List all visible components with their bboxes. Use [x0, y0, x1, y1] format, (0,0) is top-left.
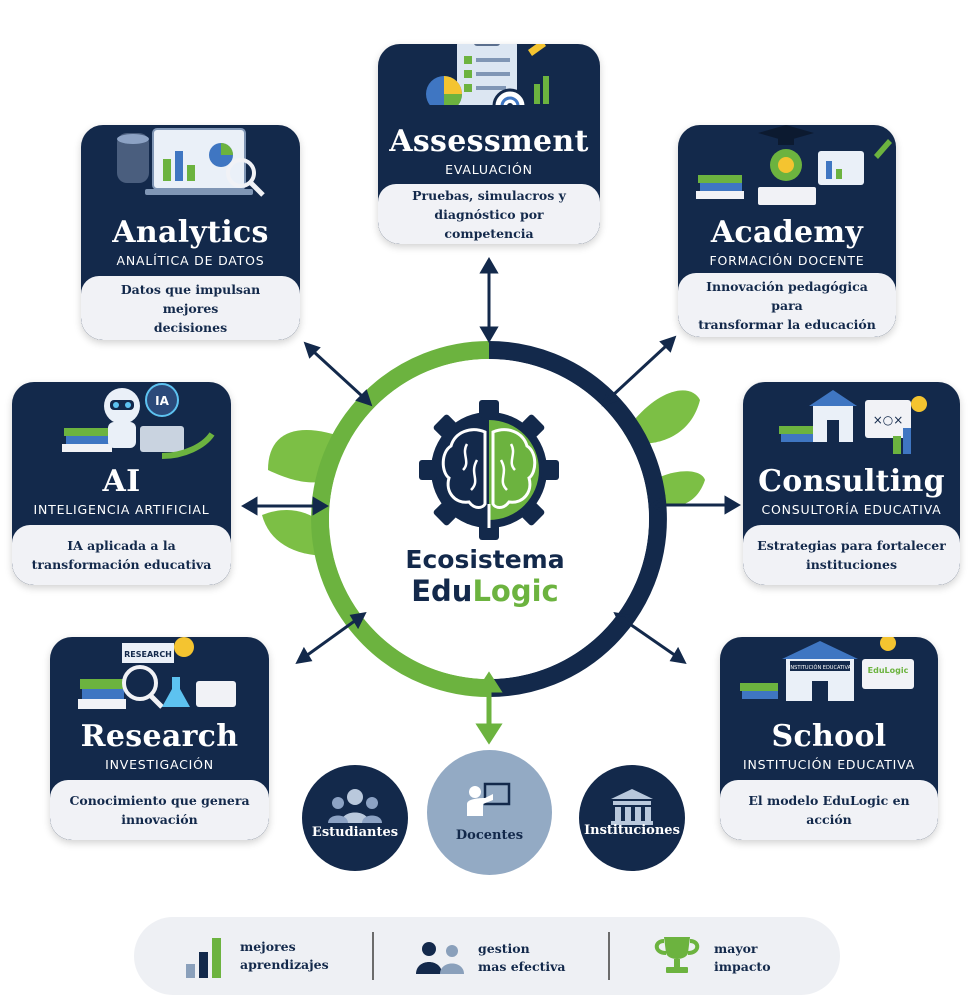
audience-label: Docentes — [455, 828, 524, 843]
module-card-assessment[interactable]: Assessment EVALUACIÓN Pruebas, simulacro… — [378, 44, 600, 244]
module-description: El modelo EduLogic en acción — [720, 780, 938, 840]
module-description: IA aplicada a la transformación educativ… — [12, 525, 231, 585]
academy-books-icon — [696, 125, 892, 205]
module-title: Academy — [710, 215, 864, 250]
benefit-line1: gestion — [478, 941, 530, 956]
module-subtitle: FORMACIÓN DOCENTE — [709, 253, 865, 268]
clipboard-checklist-icon — [426, 44, 549, 105]
benefit-line1: mayor — [714, 941, 758, 956]
benefit-learning: mejores aprendizajes — [240, 938, 329, 974]
trophy-icon — [654, 937, 700, 973]
center-title-line2: EduLogic — [400, 574, 570, 608]
center-title-logic: Logic — [472, 574, 559, 608]
module-card-school[interactable]: INSTITUCIÓN EDUCATIVA EduLogic School IN… — [720, 637, 938, 840]
benefits-bar — [134, 917, 840, 995]
svg-text:×○×: ×○× — [873, 413, 904, 427]
module-subtitle: CONSULTORÍA EDUCATIVA — [761, 502, 942, 517]
benefit-line2: impacto — [714, 959, 771, 974]
module-description: Datos que impulsan mejores decisiones — [81, 276, 300, 340]
audience-institutions[interactable]: Instituciones — [579, 765, 685, 871]
school-sign-text: INSTITUCIÓN EDUCATIVA — [789, 664, 852, 671]
teacher-board-icon — [467, 782, 511, 816]
benefit-line2: aprendizajes — [240, 957, 329, 972]
module-subtitle: ANALÍTICA DE DATOS — [116, 253, 265, 268]
research-book-text: RESEARCH — [124, 650, 172, 659]
school-building-icon: INSTITUCIÓN EDUCATIVA EduLogic — [740, 637, 914, 701]
consulting-building-icon: ×○× — [779, 390, 927, 454]
module-title: Research — [80, 719, 239, 754]
connector-arrows — [241, 257, 741, 664]
module-description: Pruebas, simulacros y diagnóstico por co… — [378, 184, 600, 244]
module-title: Analytics — [112, 215, 269, 250]
people-icon — [416, 942, 464, 974]
research-lab-icon: RESEARCH — [78, 637, 236, 709]
module-subtitle: INSTITUCIÓN EDUCATIVA — [742, 757, 916, 772]
ia-badge-text: IA — [155, 394, 169, 408]
center-title-line1: Ecosistema — [405, 545, 565, 574]
module-card-research[interactable]: RESEARCH Research INVESTIGACIÓN Conocimi… — [50, 637, 269, 840]
brain-gear-logo — [419, 400, 559, 540]
module-description: Conocimiento que genera innovación — [50, 780, 269, 840]
benefit-impact: mayor impacto — [714, 940, 771, 976]
module-subtitle: INVESTIGACIÓN — [105, 757, 214, 772]
module-subtitle: EVALUACIÓN — [445, 162, 533, 177]
robot-ai-icon: IA — [62, 383, 215, 459]
bar-chart-icon — [186, 938, 221, 978]
module-description: Estrategias para fortalecer institucione… — [743, 525, 960, 585]
audience-students[interactable]: Estudiantes — [302, 765, 408, 871]
module-description: Innovación pedagógica para transformar l… — [678, 273, 896, 337]
benefit-line1: mejores — [240, 939, 296, 954]
audience-label: Estudiantes — [311, 825, 399, 840]
module-card-consulting[interactable]: ×○× Consulting CONSULTORÍA EDUCATIVA Est… — [743, 382, 960, 585]
benefit-management: gestion mas efectiva — [478, 940, 566, 976]
audience-teachers[interactable]: Docentes — [427, 750, 552, 875]
module-card-ai[interactable]: IA AI INTELIGENCIA ARTIFICIAL IA aplicad… — [12, 382, 231, 585]
benefit-line2: mas efectiva — [478, 959, 566, 974]
analytics-dashboard-icon — [117, 128, 265, 197]
center-title-edu: Edu — [411, 574, 473, 608]
students-icon — [328, 789, 382, 823]
module-card-academy[interactable]: Academy FORMACIÓN DOCENTE Innovación ped… — [678, 125, 896, 337]
institution-building-icon — [611, 789, 653, 825]
module-title: Assessment — [389, 124, 589, 159]
divider — [608, 932, 610, 980]
divider — [372, 932, 374, 980]
docentes-arrow — [475, 671, 503, 745]
module-subtitle: INTELIGENCIA ARTIFICIAL — [33, 502, 210, 517]
module-title: School — [771, 719, 887, 754]
module-title: Consulting — [758, 464, 945, 499]
module-title: AI — [102, 464, 141, 499]
audience-label: Instituciones — [584, 823, 680, 838]
module-card-analytics[interactable]: Analytics ANALÍTICA DE DATOS Datos que i… — [81, 125, 300, 340]
school-badge-text: EduLogic — [868, 666, 909, 675]
